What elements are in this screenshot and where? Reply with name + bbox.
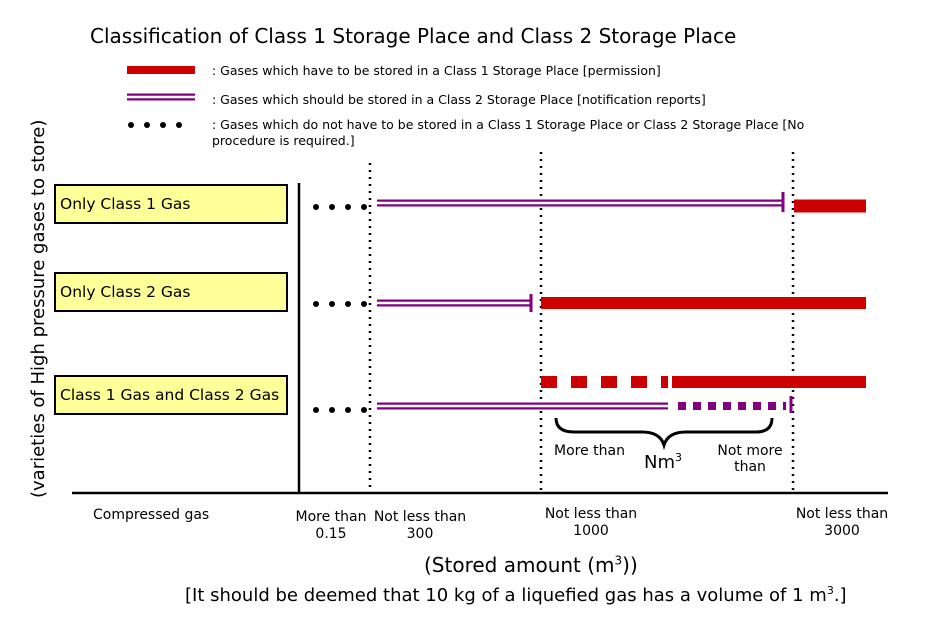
x-tick-300: Not less than 300 bbox=[373, 509, 467, 542]
x-tick-1000: Not less than 1000 bbox=[544, 506, 638, 539]
row3-no-procedure-dots bbox=[313, 407, 367, 413]
footnote: [It should be deemed that 10 kg of a liq… bbox=[185, 584, 847, 606]
x-axis-label: (Stored amount (m3)) bbox=[424, 553, 638, 577]
row-label-class1-and-class2: Class 1 Gas and Class 2 Gas bbox=[54, 375, 288, 415]
row2-class2-bar bbox=[377, 294, 533, 312]
diagram-title: Classification of Class 1 Storage Place … bbox=[90, 24, 737, 48]
brace-more-than-label: More than bbox=[554, 443, 625, 459]
legend-class2-text: : Gases which should be stored in a Clas… bbox=[212, 92, 706, 107]
curly-brace bbox=[554, 417, 774, 451]
legend-none-sample bbox=[128, 122, 182, 128]
row1-class2-bar bbox=[377, 192, 785, 212]
row-label-only-class1: Only Class 1 Gas bbox=[54, 184, 288, 224]
x-category-compressed-gas: Compressed gas bbox=[93, 507, 210, 523]
row-label-only-class2: Only Class 2 Gas bbox=[54, 272, 288, 312]
row1-no-procedure-dots bbox=[313, 204, 367, 210]
x-tick-0-15: More than 0.15 bbox=[295, 509, 367, 542]
x-tick-3000: Not less than 3000 bbox=[795, 506, 889, 539]
row2-no-procedure-dots bbox=[313, 301, 367, 307]
brace-not-more-than-label: Not more than bbox=[717, 443, 783, 475]
legend-none-text: : Gases which do not have to be stored i… bbox=[212, 117, 805, 148]
brace-nm3-label: Nm3 bbox=[644, 451, 682, 473]
legend-class1-text: : Gases which have to be stored in a Cla… bbox=[212, 63, 661, 78]
